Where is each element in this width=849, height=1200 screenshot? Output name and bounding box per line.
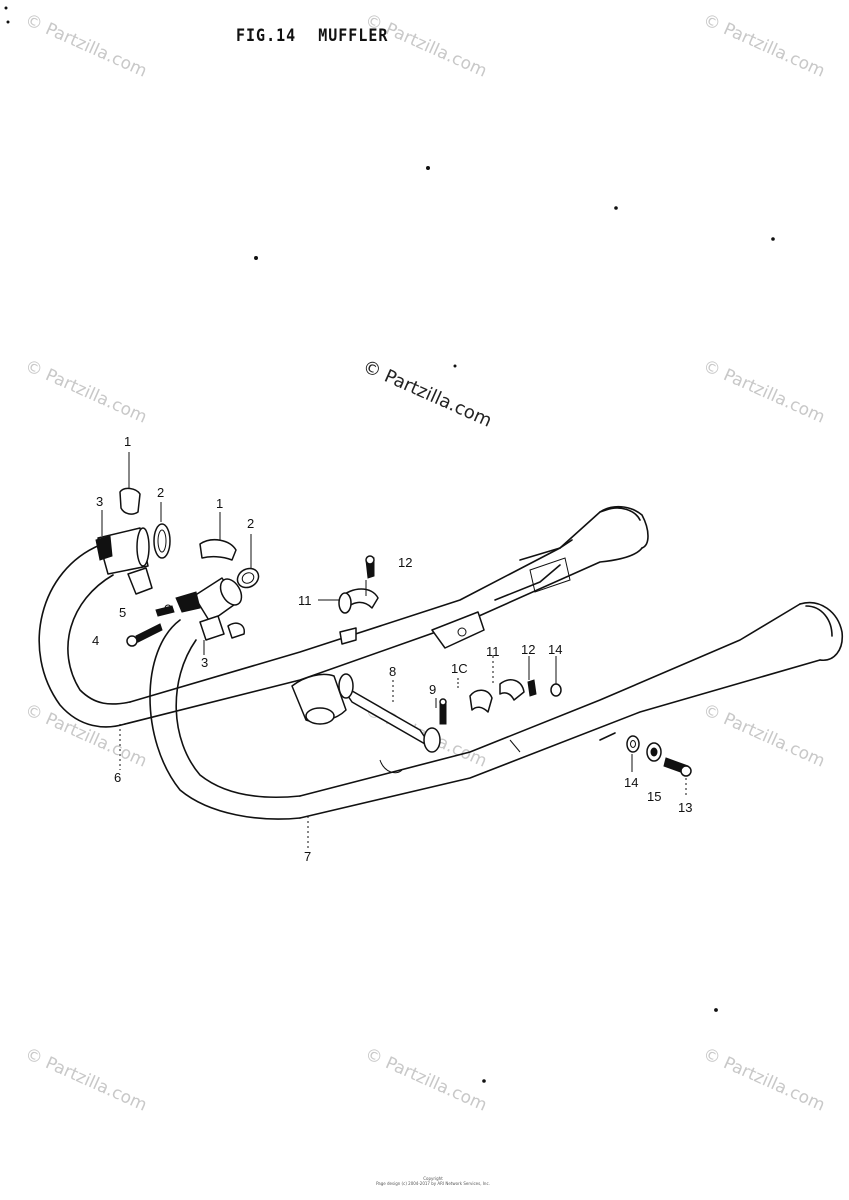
footer-line-1: Copyright	[423, 1176, 443, 1181]
callout-13: 13	[678, 800, 692, 815]
clamp-11b	[499, 679, 525, 701]
print-specks	[4, 6, 775, 1083]
bolt-13	[663, 757, 692, 777]
callout-1b: 1	[216, 496, 223, 511]
bolt-9	[439, 698, 447, 725]
clamp-half-1b	[199, 538, 237, 561]
callout-3a: 3	[96, 494, 103, 509]
exhaust-joint-3a	[95, 527, 153, 595]
bolt-12b	[527, 679, 537, 697]
callout-5: 5	[119, 605, 126, 620]
exhaust-joint-3b	[175, 577, 245, 641]
figure-title: FIG.14 MUFFLER	[236, 25, 400, 46]
callout-1a: 1	[124, 434, 131, 449]
leader-lines	[101, 452, 687, 848]
clamp-10	[469, 689, 493, 713]
bolt-12a	[365, 555, 375, 579]
washer-14a	[550, 683, 562, 697]
muffler-left	[38, 505, 649, 728]
callout-6: 6	[114, 770, 121, 785]
callout-10: 1C	[451, 661, 468, 676]
callout-12a: 12	[398, 555, 412, 570]
bolt-4	[126, 623, 163, 647]
callout-labels: 1 2 3 1 2 12 11 5 4 3 8 9 1C 11 12 14 6 …	[92, 434, 692, 864]
bolt-5	[155, 604, 175, 617]
clamp-half-1a	[119, 487, 141, 515]
callout-4: 4	[92, 633, 99, 648]
figure-name: MUFFLER	[318, 24, 389, 46]
connector-pipe	[291, 673, 521, 774]
callout-15: 15	[647, 789, 661, 804]
callout-14b: 14	[624, 775, 638, 790]
washer-15	[646, 742, 662, 762]
callout-14a: 14	[548, 642, 562, 657]
callout-12b: 12	[521, 642, 535, 657]
footer-line-2: Page design (c) 2004-2017 by ARI Network…	[376, 1181, 490, 1186]
callout-9: 9	[429, 682, 436, 697]
callout-2b: 2	[247, 516, 254, 531]
small-bracket	[339, 627, 357, 645]
muffler-right	[149, 601, 844, 820]
gasket-2a	[153, 523, 171, 559]
callout-11a: 11	[298, 593, 312, 608]
gasket-2b	[236, 567, 260, 589]
callout-7: 7	[304, 849, 311, 864]
callout-3b: 3	[201, 655, 208, 670]
callout-2a: 2	[157, 485, 164, 500]
washer-14b	[626, 735, 640, 753]
copyright-footer: Copyright Page design (c) 2004-2017 by A…	[368, 1176, 498, 1186]
figure-number: FIG.14	[236, 24, 297, 46]
callout-11b: 11	[486, 644, 500, 659]
callout-8: 8	[389, 664, 396, 679]
clamp-11a	[338, 588, 379, 614]
